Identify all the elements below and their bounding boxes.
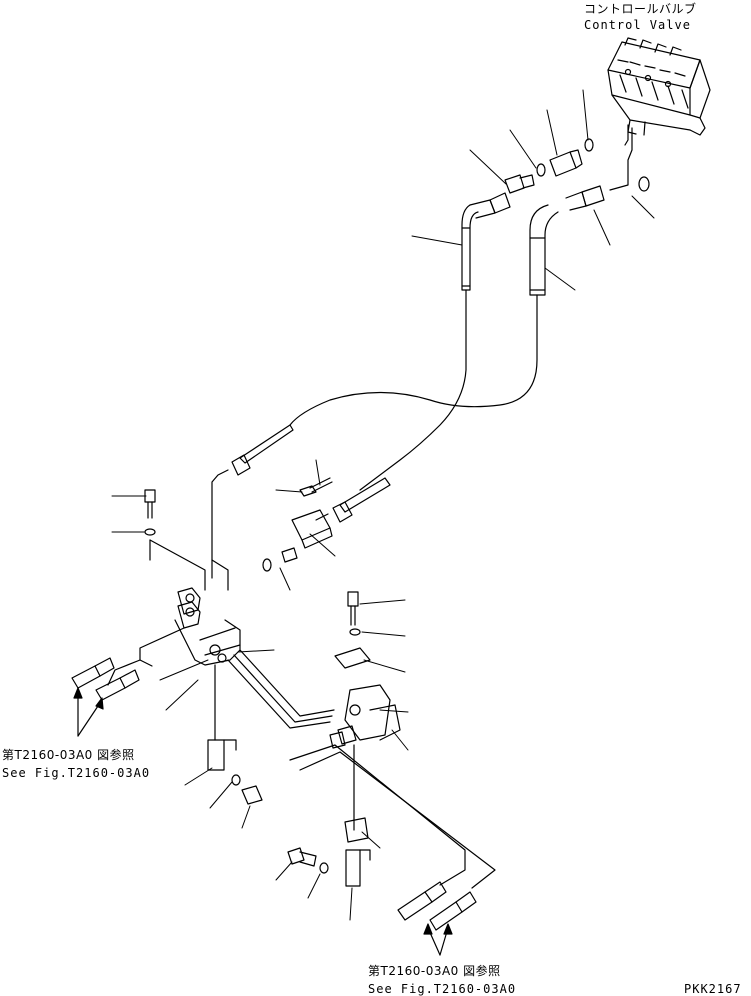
fig-ref-left-en: See Fig.T2160-03A0 bbox=[2, 766, 151, 780]
main-block-assembly bbox=[139, 587, 241, 771]
fig-ref-right-jp: 第T2160-03A0 図参照 bbox=[368, 964, 501, 978]
leader-lines bbox=[111, 89, 655, 921]
tubes bbox=[149, 539, 335, 729]
lower-fittings bbox=[231, 774, 329, 874]
upper-hoses bbox=[211, 204, 559, 561]
right-block-assembly bbox=[329, 591, 401, 887]
valve-fittings bbox=[469, 124, 650, 219]
control-valve-label-en: Control Valve bbox=[584, 18, 691, 32]
drawing-code: PKK2167 bbox=[684, 982, 742, 996]
control-valve-illustration bbox=[607, 37, 711, 136]
fig-ref-left-jp: 第T2160-03A0 図参照 bbox=[2, 748, 135, 762]
reference-arrows bbox=[73, 687, 453, 956]
middle-parts bbox=[144, 477, 333, 591]
hose-routing-lines bbox=[107, 659, 496, 889]
reference-fittings-right bbox=[397, 881, 477, 931]
fig-ref-right-en: See Fig.T2160-03A0 bbox=[368, 982, 517, 996]
reference-fittings-left bbox=[71, 657, 140, 701]
control-valve-label-jp: コントロールバルブ bbox=[584, 2, 697, 16]
